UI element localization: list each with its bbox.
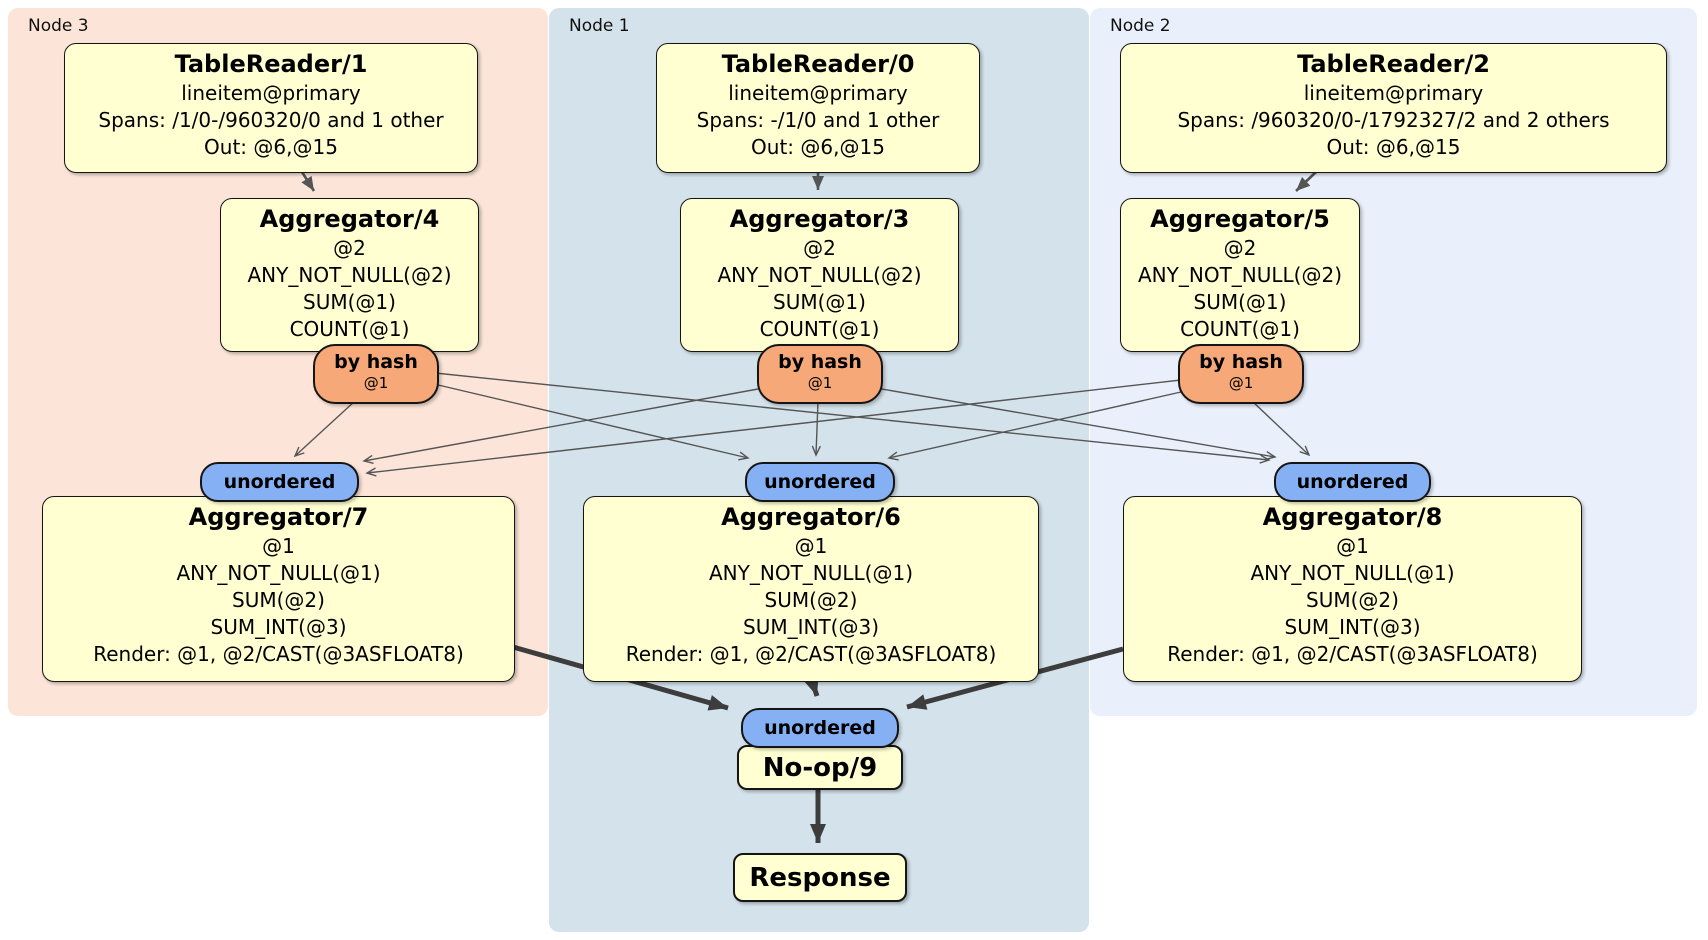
processor-detail-line: @2: [803, 236, 836, 260]
processor-detail-line: @2: [333, 236, 366, 260]
processor-aggregator-3: Aggregator/3 @2 ANY_NOT_NULL(@2) SUM(@1)…: [680, 198, 959, 352]
processor-detail-line: Render: @1, @2/CAST(@3ASFLOAT8): [625, 642, 997, 666]
processor-detail-line: COUNT(@1): [1180, 317, 1300, 341]
processor-detail-line: @2: [1223, 236, 1257, 260]
group-node-2-label: Node 2: [1110, 16, 1171, 36]
sync-unordered-6: unordered: [745, 462, 895, 502]
processor-detail-line: lineitem@primary: [1303, 81, 1484, 105]
processor-title: Aggregator/8: [1262, 503, 1443, 531]
router-columns: @1: [1228, 374, 1254, 392]
group-node-1-label: Node 1: [569, 16, 630, 36]
processor-detail-line: Spans: -/1/0 and 1 other: [696, 108, 940, 132]
processor-title: Aggregator/4: [259, 205, 440, 233]
processor-detail-line: ANY_NOT_NULL(@1): [176, 561, 381, 585]
processor-detail-line: SUM(@2): [232, 588, 325, 612]
sync-unordered-noop: unordered: [741, 708, 899, 748]
router-by-hash-5: by hash @1: [1178, 344, 1304, 404]
processor-tablereader-2: TableReader/2 lineitem@primary Spans: /9…: [1120, 43, 1667, 173]
processor-detail-line: COUNT(@1): [289, 317, 410, 341]
processor-title: TableReader/0: [721, 50, 915, 78]
processor-detail-line: Render: @1, @2/CAST(@3ASFLOAT8): [93, 642, 464, 666]
processor-tablereader-1: TableReader/1 lineitem@primary Spans: /1…: [64, 43, 478, 173]
processor-aggregator-4: Aggregator/4 @2 ANY_NOT_NULL(@2) SUM(@1)…: [220, 198, 479, 352]
processor-detail-line: Out: @6,@15: [1326, 135, 1461, 159]
processor-detail-line: @1: [794, 534, 828, 558]
processor-detail-line: SUM(@2): [764, 588, 858, 612]
processor-detail-line: Spans: /960320/0-/1792327/2 and 2 others: [1177, 108, 1610, 132]
processor-title: Response: [749, 862, 891, 893]
processor-detail-line: SUM(@1): [773, 290, 866, 314]
processor-detail-line: ANY_NOT_NULL(@1): [1250, 561, 1455, 585]
processor-title: Aggregator/3: [729, 205, 910, 233]
processor-response: Response: [733, 853, 907, 902]
processor-detail-line: ANY_NOT_NULL(@2): [247, 263, 452, 287]
processor-detail-line: SUM(@1): [1193, 290, 1287, 314]
router-columns: @1: [807, 374, 833, 392]
processor-detail-line: ANY_NOT_NULL(@2): [717, 263, 922, 287]
processor-title: Aggregator/7: [188, 503, 369, 531]
processor-aggregator-8: Aggregator/8 @1 ANY_NOT_NULL(@1) SUM(@2)…: [1123, 496, 1582, 682]
sync-unordered-7: unordered: [200, 462, 359, 502]
sync-label: unordered: [223, 471, 336, 493]
group-node-3-label: Node 3: [28, 16, 89, 36]
sync-unordered-8: unordered: [1274, 462, 1431, 502]
processor-title: Aggregator/5: [1150, 205, 1330, 233]
processor-title: TableReader/1: [174, 50, 368, 78]
processor-detail-line: Out: @6,@15: [751, 135, 885, 159]
processor-aggregator-7: Aggregator/7 @1 ANY_NOT_NULL(@1) SUM(@2)…: [42, 496, 515, 682]
processor-title: TableReader/2: [1297, 50, 1490, 78]
processor-aggregator-6: Aggregator/6 @1 ANY_NOT_NULL(@1) SUM(@2)…: [583, 496, 1039, 682]
processor-detail-line: COUNT(@1): [759, 317, 880, 341]
sync-label: unordered: [764, 471, 876, 493]
processor-detail-line: SUM(@1): [303, 290, 396, 314]
processor-detail-line: ANY_NOT_NULL(@1): [709, 561, 913, 585]
router-by-hash-4: by hash @1: [313, 344, 439, 404]
processor-aggregator-5: Aggregator/5 @2 ANY_NOT_NULL(@2) SUM(@1)…: [1120, 198, 1360, 352]
router-label: by hash: [334, 351, 418, 373]
processor-title: Aggregator/6: [721, 503, 901, 531]
processor-detail-line: lineitem@primary: [728, 81, 908, 105]
processor-detail-line: Out: @6,@15: [204, 135, 338, 159]
processor-detail-line: ANY_NOT_NULL(@2): [1138, 263, 1342, 287]
router-columns: @1: [363, 374, 389, 392]
processor-detail-line: SUM_INT(@3): [1284, 615, 1421, 639]
processor-detail-line: Render: @1, @2/CAST(@3ASFLOAT8): [1167, 642, 1538, 666]
processor-detail-line: @1: [1336, 534, 1369, 558]
processor-noop-9: No-op/9: [737, 745, 903, 790]
processor-detail-line: lineitem@primary: [181, 81, 361, 105]
router-by-hash-3: by hash @1: [757, 344, 883, 404]
processor-detail-line: SUM_INT(@3): [743, 615, 879, 639]
router-label: by hash: [778, 351, 862, 373]
processor-detail-line: SUM_INT(@3): [210, 615, 347, 639]
sync-label: unordered: [764, 717, 876, 739]
processor-tablereader-0: TableReader/0 lineitem@primary Spans: -/…: [656, 43, 980, 173]
router-label: by hash: [1199, 351, 1283, 373]
sync-label: unordered: [1296, 471, 1409, 493]
processor-detail-line: SUM(@2): [1306, 588, 1399, 612]
processor-title: No-op/9: [762, 752, 878, 783]
processor-detail-line: @1: [262, 534, 295, 558]
processor-detail-line: Spans: /1/0-/960320/0 and 1 other: [98, 108, 444, 132]
